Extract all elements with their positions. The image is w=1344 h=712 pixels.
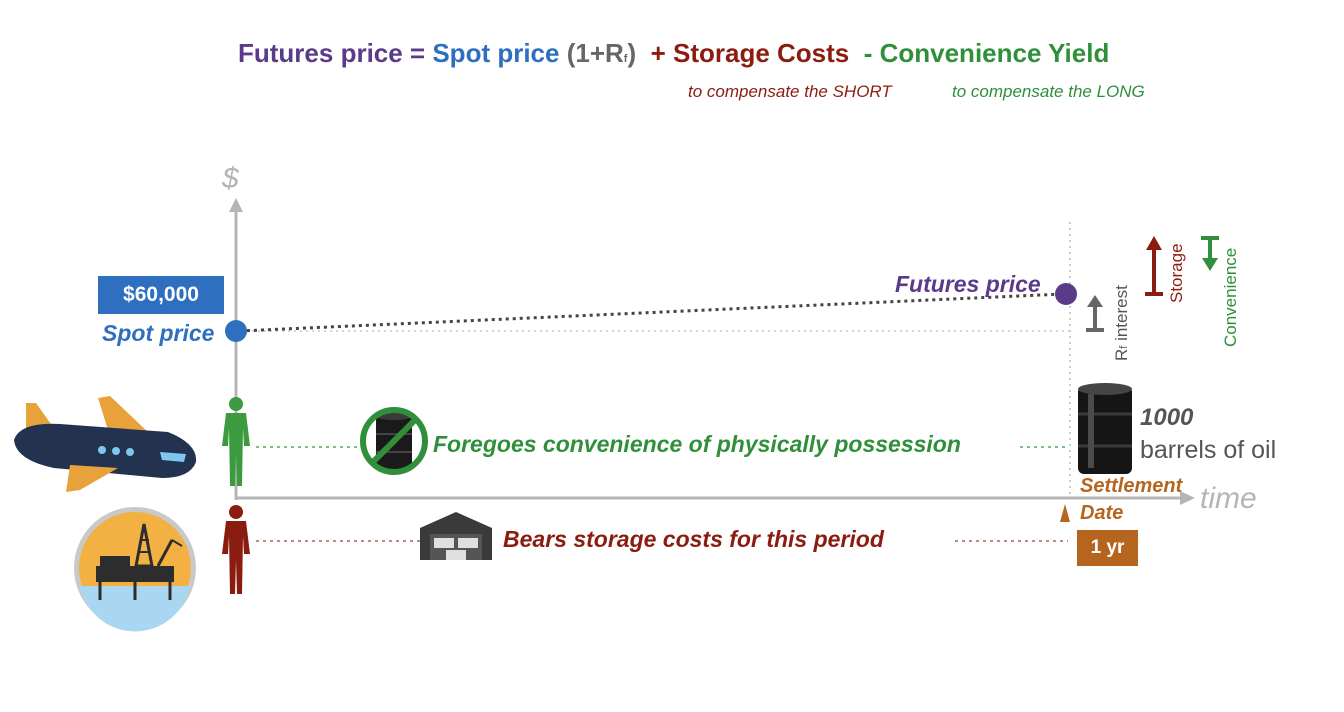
asset-description: barrels of oil <box>1140 436 1277 464</box>
no-barrel-icon <box>360 407 428 475</box>
long-party-text: Foregoes convenience of physically posse… <box>433 431 961 457</box>
spot-label: Spot price <box>102 320 215 346</box>
convenience-arrow-icon <box>1201 236 1219 271</box>
note-short: to compensate the SHORT <box>688 82 892 101</box>
y-axis-arrow <box>229 198 243 212</box>
settlement-label: Settlement Date <box>1080 475 1183 524</box>
settlement-marker-icon <box>1060 504 1070 522</box>
warehouse-icon <box>420 512 492 560</box>
person-long-icon <box>222 397 250 486</box>
rf-arrow-icon <box>1086 295 1104 332</box>
storage-label: Storage <box>1167 243 1186 303</box>
rf-interest-label: Rf interest <box>1112 285 1131 361</box>
oil-rig-icon <box>74 507 196 632</box>
formula-futures: Futures price = <box>238 38 433 68</box>
formula: Futures price = Spot price (1+Rf) + Stor… <box>238 38 1109 69</box>
settlement-period: 1 yr <box>1077 530 1138 566</box>
futures-label: Futures price <box>895 271 1041 297</box>
y-axis-label: $ <box>222 162 239 195</box>
futures-point <box>1055 283 1077 305</box>
oil-barrel-icon <box>1078 383 1132 474</box>
x-axis-label: time <box>1200 482 1257 515</box>
spot-futures-line <box>239 292 1064 333</box>
note-long: to compensate the LONG <box>952 82 1145 101</box>
asset-quantity: 1000 <box>1140 404 1194 431</box>
formula-spot: Spot price <box>432 38 560 68</box>
spot-point <box>225 320 247 342</box>
formula-rf: (1+Rf) <box>559 38 637 68</box>
spot-value-badge: $60,000 <box>98 276 224 314</box>
person-short-icon <box>222 505 250 594</box>
storage-arrow-icon <box>1145 236 1163 296</box>
formula-convenience: - Convenience Yield <box>863 38 1110 68</box>
x-axis-arrow <box>1180 491 1195 505</box>
formula-storage: + Storage Costs <box>650 38 850 68</box>
convenience-label: Convenience <box>1221 247 1240 347</box>
short-party-text: Bears storage costs for this period <box>503 526 884 552</box>
airplane-icon <box>14 396 197 492</box>
